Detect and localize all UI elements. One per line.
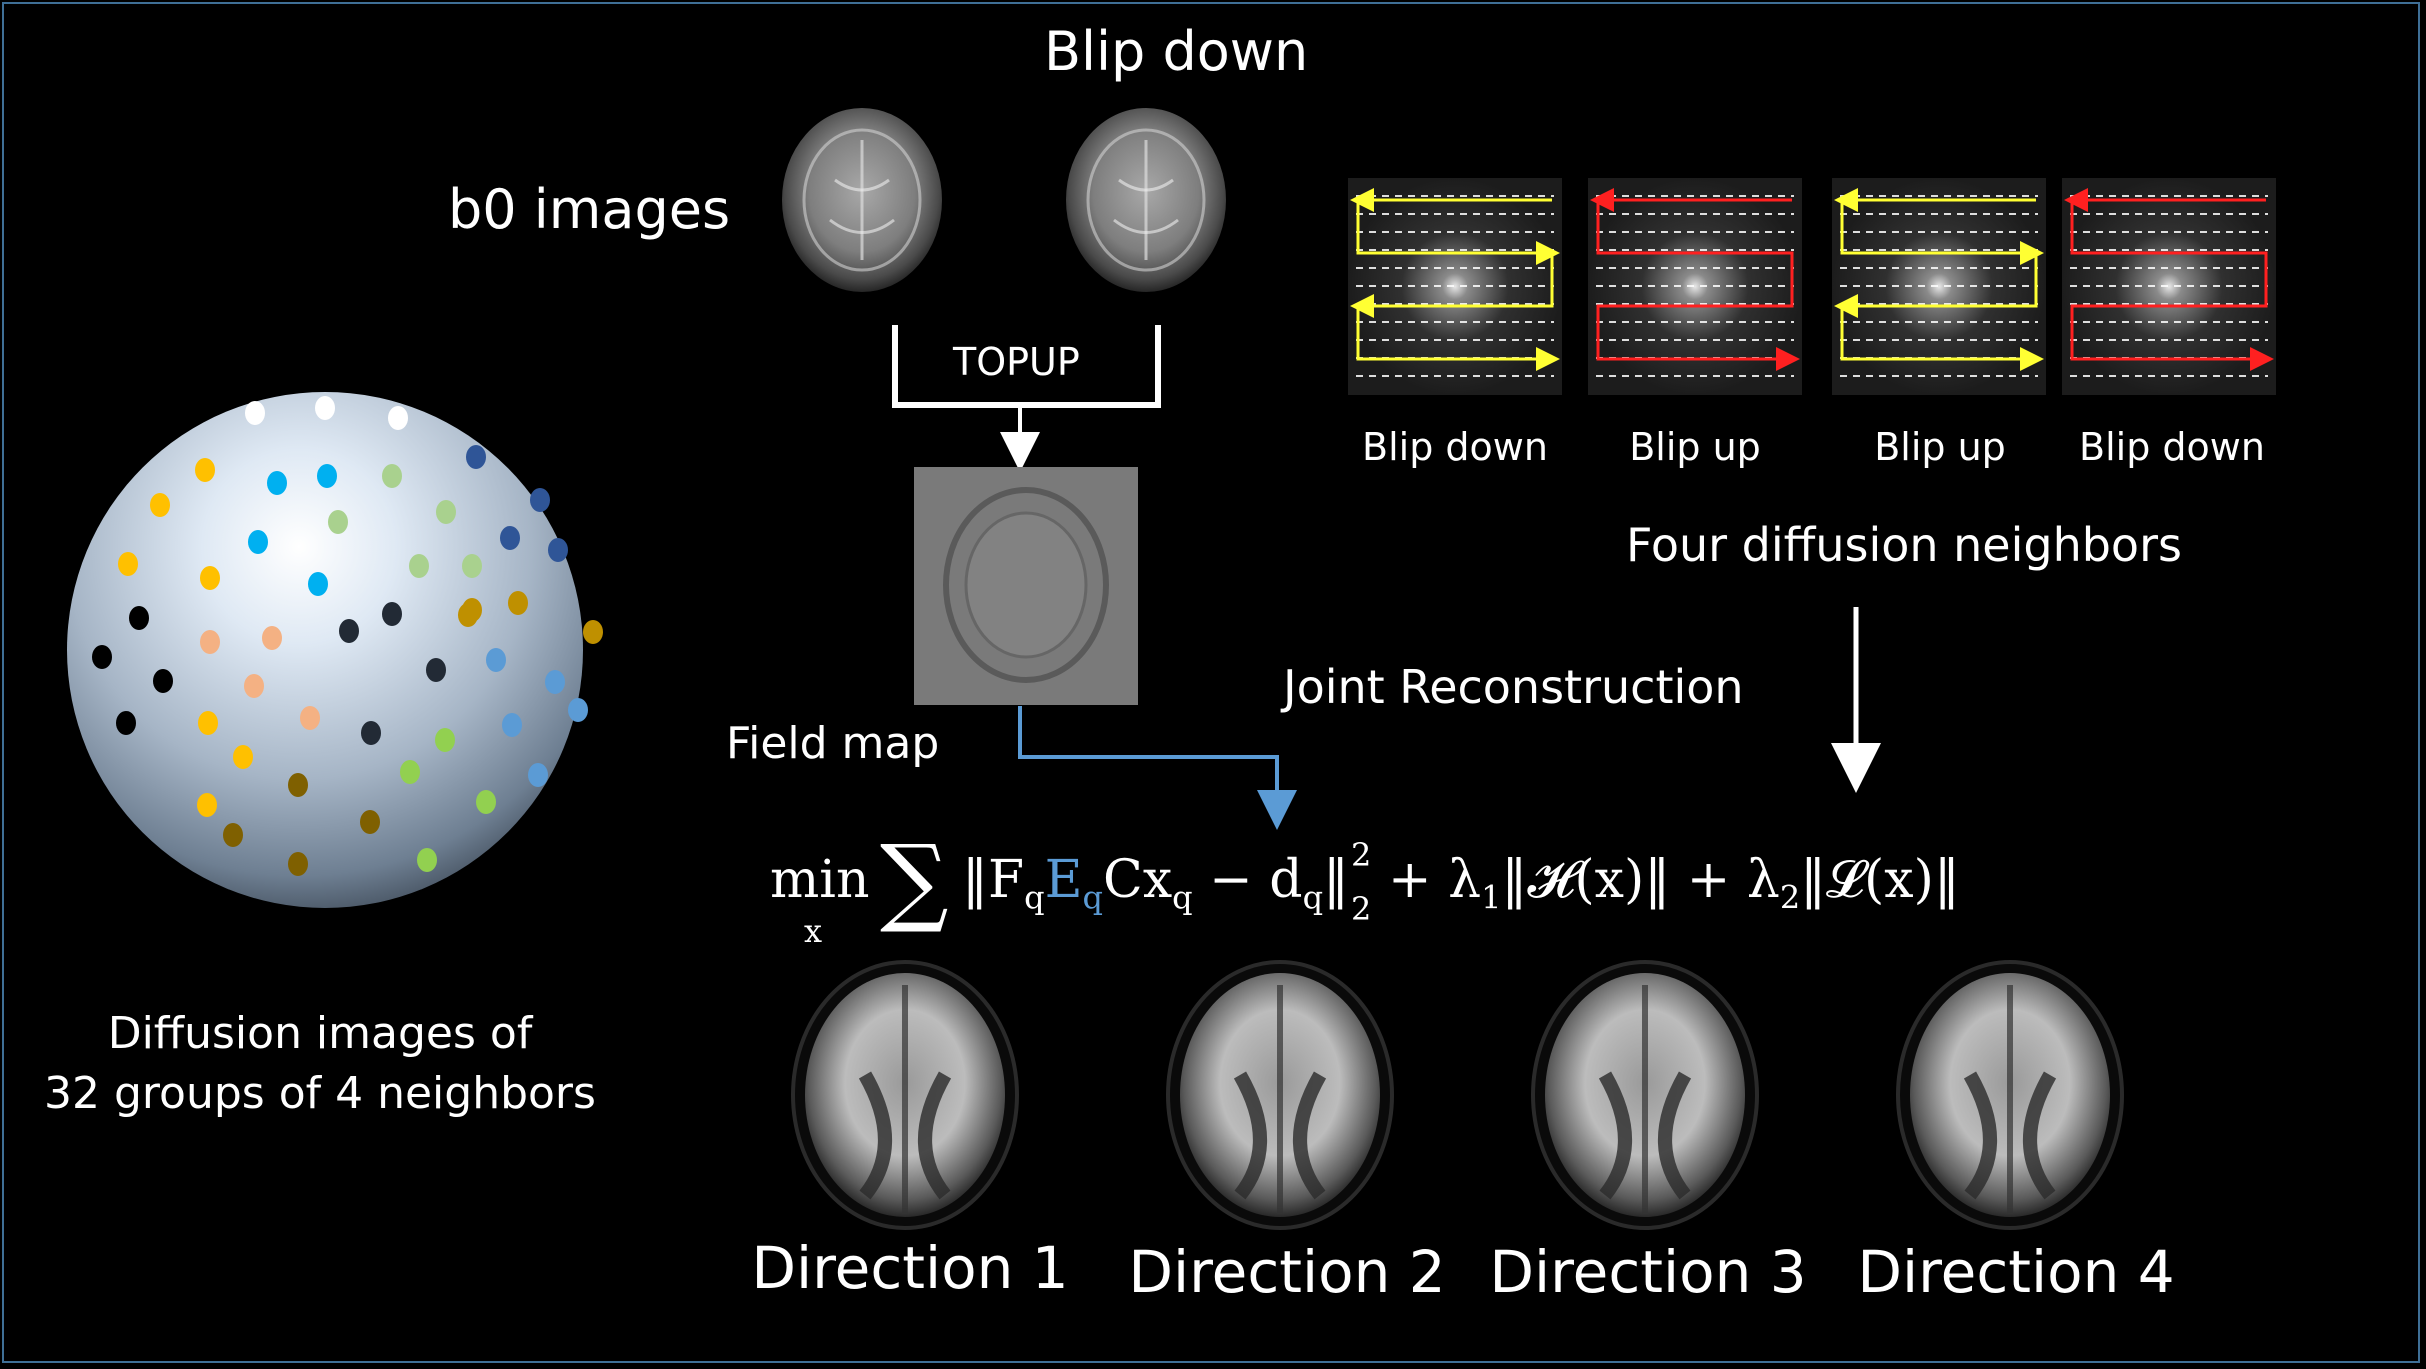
- direction-dot: [339, 619, 359, 643]
- direction-dot: [317, 464, 337, 488]
- b0-image-1: [770, 100, 960, 300]
- direction-dot: [248, 530, 268, 554]
- direction-dot: [548, 538, 568, 562]
- neighbors-caption: Four diffusion neighbors: [1626, 518, 2182, 572]
- direction-dot: [200, 566, 220, 590]
- direction-dot: [245, 401, 265, 425]
- topup-bracket: [892, 325, 1161, 408]
- direction-dot: [436, 500, 456, 524]
- sphere-caption-line2: 32 groups of 4 neighbors: [44, 1068, 596, 1119]
- direction-dot: [92, 645, 112, 669]
- direction-dot: [382, 464, 402, 488]
- direction-dot: [583, 620, 603, 644]
- direction-dot: [300, 706, 320, 730]
- direction-dot: [486, 648, 506, 672]
- kspace-panel-3: [1832, 178, 2046, 395]
- direction-dot: [267, 471, 287, 495]
- direction-dot: [129, 606, 149, 630]
- direction-dot: [150, 493, 170, 517]
- direction-dots: [92, 396, 603, 876]
- diffusion-sphere: [67, 392, 583, 908]
- direction-dot: [400, 760, 420, 784]
- direction-dot: [426, 658, 446, 682]
- direction-image-2: [1166, 960, 1394, 1230]
- direction-dot: [528, 763, 548, 787]
- topup-label: TOPUP: [953, 340, 1080, 384]
- fieldmap-to-formula-arrow: [1018, 706, 1297, 830]
- kspace-label-4: Blip down: [2079, 425, 2265, 469]
- kspace-panel-2: [1588, 178, 1802, 395]
- direction-dot: [116, 711, 136, 735]
- direction-dot: [502, 713, 522, 737]
- direction-dot: [198, 711, 218, 735]
- direction-image-4: [1896, 960, 2124, 1230]
- joint-reconstruction-label: Joint Reconstruction: [1283, 660, 1744, 714]
- direction-dot: [530, 488, 550, 512]
- direction-dot: [308, 572, 328, 596]
- field-map-image: [914, 467, 1138, 705]
- kspace-panels: [1348, 178, 2276, 395]
- direction-dot: [328, 510, 348, 534]
- direction-label-4: Direction 4: [1857, 1238, 2175, 1306]
- direction-dot: [244, 674, 264, 698]
- direction-dot: [118, 552, 138, 576]
- direction-dot: [223, 823, 243, 847]
- kspace-panel-4: [2062, 178, 2276, 395]
- direction-image-3: [1531, 960, 1759, 1230]
- direction-dot: [388, 406, 408, 430]
- kspace-panel-1: [1348, 178, 1562, 395]
- top-title: Blip down: [1044, 20, 1309, 83]
- direction-label-2: Direction 2: [1128, 1238, 1446, 1306]
- direction-dot: [233, 745, 253, 769]
- field-map-label: Field map: [726, 718, 940, 769]
- direction-dot: [462, 598, 482, 622]
- b0-label: b0 images: [448, 178, 731, 241]
- direction-dot: [315, 396, 335, 420]
- direction-dot: [462, 554, 482, 578]
- kspace-label-3: Blip up: [1874, 425, 2006, 469]
- direction-dot: [417, 848, 437, 872]
- direction-dot: [476, 790, 496, 814]
- direction-dot: [197, 793, 217, 817]
- direction-dot: [545, 670, 565, 694]
- direction-dot: [361, 721, 381, 745]
- kspace-label-1: Blip down: [1362, 425, 1548, 469]
- direction-dot: [360, 810, 380, 834]
- direction-dot: [153, 669, 173, 693]
- direction-dot: [409, 554, 429, 578]
- b0-image-2: [1055, 100, 1245, 300]
- kspace-label-2: Blip up: [1629, 425, 1761, 469]
- direction-dot: [435, 728, 455, 752]
- direction-dot: [288, 773, 308, 797]
- direction-dot: [466, 445, 486, 469]
- direction-dot: [195, 458, 215, 482]
- direction-label-1: Direction 1: [751, 1234, 1069, 1302]
- direction-image-1: [791, 960, 1019, 1230]
- sphere-caption-line1: Diffusion images of: [107, 1008, 533, 1059]
- direction-dot: [200, 630, 220, 654]
- direction-dot: [262, 626, 282, 650]
- direction-dot: [288, 852, 308, 876]
- direction-dot: [508, 591, 528, 615]
- direction-images: [791, 960, 2124, 1230]
- direction-label-3: Direction 3: [1489, 1238, 1807, 1306]
- direction-dot: [568, 698, 588, 722]
- direction-dot: [500, 526, 520, 550]
- direction-dot: [382, 602, 402, 626]
